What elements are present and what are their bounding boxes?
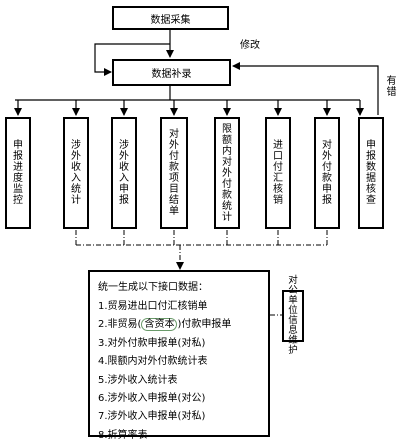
module-payment-declaration: 对外付款申报 (314, 117, 340, 229)
corporate-info-label: 对公单位信息维护 (288, 275, 298, 356)
list-item: 4.限额内对外付款统计表 (98, 356, 208, 368)
corporate-info-box: 对公单位信息维护 (282, 276, 304, 356)
module-data-check: 申报数据核查 (358, 117, 384, 229)
module-quota-payment-stats: 限额内对外付款统计 (214, 117, 240, 229)
list-item: 3.对外付款申报单(对私) (98, 337, 206, 349)
module-import-verification: 进口付汇核销 (265, 117, 291, 229)
list-item: 2.非贸易(含资本)付款申报单 (98, 318, 232, 332)
unified-title: 统一生成以下接口数据： (98, 282, 208, 293)
module-payment-closing: 对外付款项目结单 (160, 117, 188, 229)
arrow-error-loop (232, 62, 379, 115)
data-supplement-box: 数据补录 (112, 59, 231, 86)
unified-interface-box: 统一生成以下接口数据： 1.贸易进出口付汇核销单 2.非贸易(含资本)付款申报单… (88, 270, 270, 441)
circled-text: 含资本 (141, 318, 178, 332)
modify-label: 修改 (240, 40, 260, 51)
list-item: 5.涉外收入统计表 (98, 374, 178, 386)
data-collect-label: 数据采集 (150, 14, 191, 26)
module-inflow-declaration: 涉外收入申报 (111, 117, 137, 229)
module-inflow-statistics: 涉外收入统计 (63, 117, 89, 229)
list-item: 6.涉外收入申报单(对公) (98, 392, 206, 404)
arrow-to-unified (176, 262, 184, 270)
list-item: 1.贸易进出口付汇核销单 (98, 301, 208, 312)
list-item: 7.涉外收入申报单(对私) (98, 411, 206, 423)
data-collect-box: 数据采集 (112, 6, 229, 30)
arrow-modify-loop (94, 43, 170, 76)
data-supplement-label: 数据补录 (151, 69, 192, 80)
module-progress-monitor: 申报进度监控 (5, 117, 31, 229)
list-item: 8.折算率表 (98, 429, 148, 441)
error-label: 有错 (386, 76, 397, 98)
